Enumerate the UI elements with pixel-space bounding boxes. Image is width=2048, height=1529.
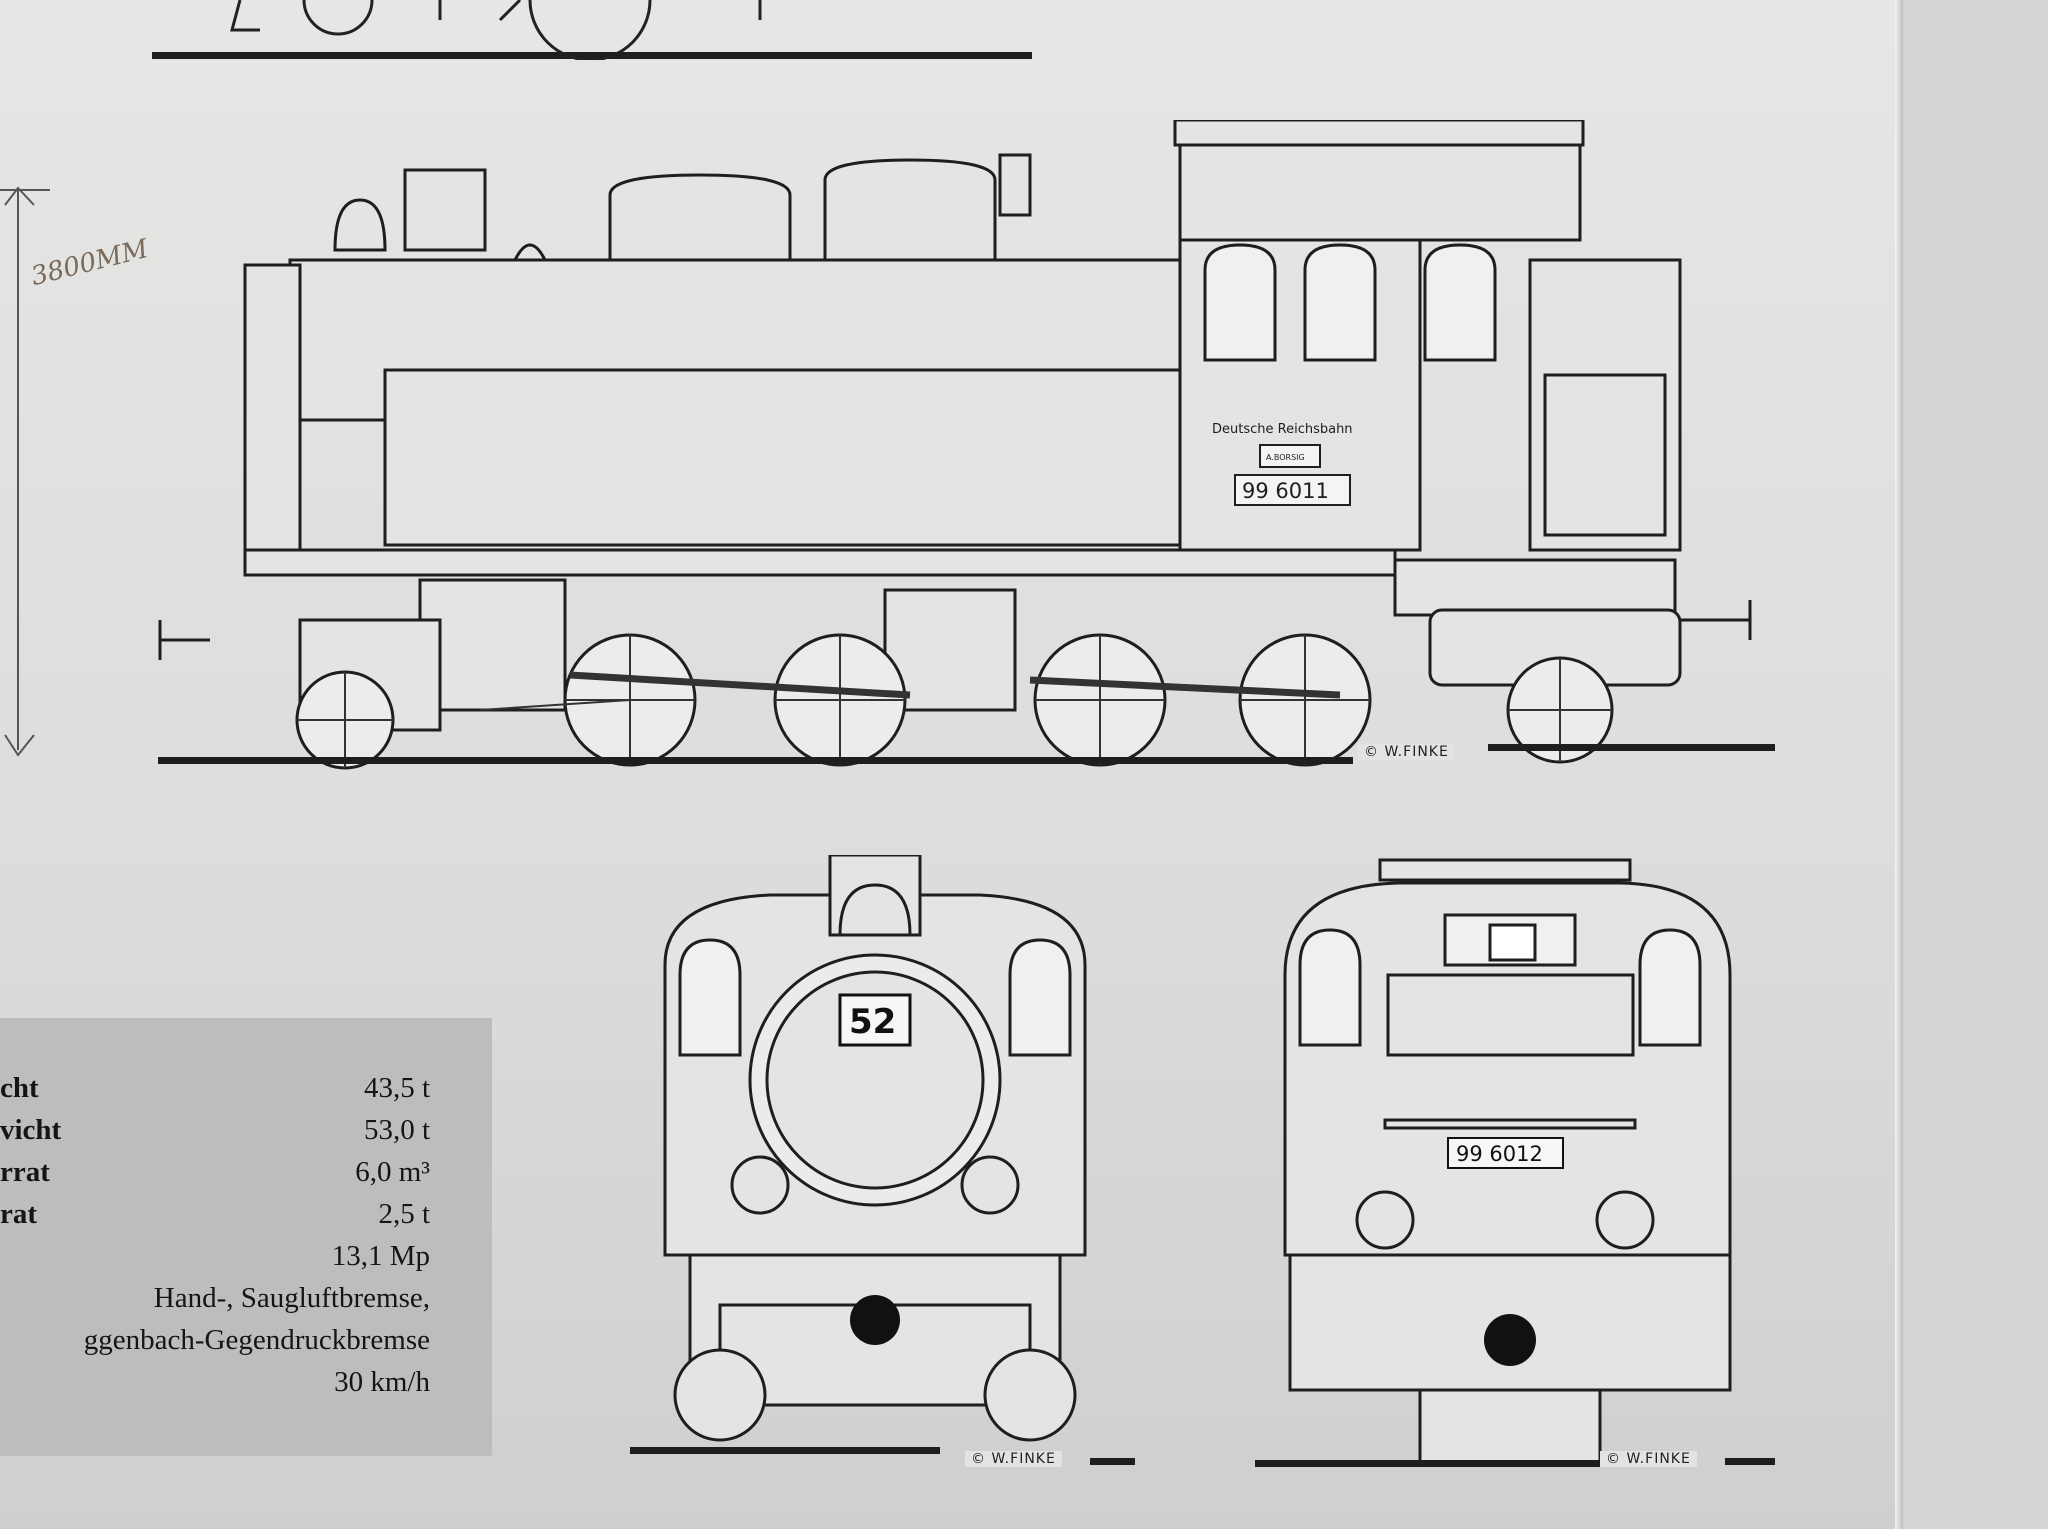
- rear-number-plate: 99 6012: [1456, 1142, 1543, 1166]
- side-view-ground-line: [158, 757, 1353, 764]
- spec-row: rrat 6,0 m³: [0, 1156, 430, 1196]
- spec-label: rat: [0, 1198, 38, 1230]
- top-drawing-remnant: [230, 0, 762, 60]
- spec-row: rat 2,5 t: [0, 1198, 430, 1238]
- company-lettering: Deutsche Reichsbahn: [1212, 422, 1353, 437]
- rear-elevation-drawing: 99 6012: [1283, 858, 1732, 1467]
- side-number-plate: 99 6011: [1242, 479, 1329, 503]
- spec-row: Hand-, Saugluftbremse,: [0, 1282, 430, 1322]
- spec-value: 6,0 m³: [355, 1156, 430, 1188]
- top-drawing-baseline: [152, 52, 1032, 59]
- smokebox-number: 52: [849, 1002, 896, 1042]
- builder-plate-text: A.BORSIG: [1266, 453, 1305, 462]
- side-view-credit: © W.FINKE: [1358, 744, 1455, 760]
- spec-value: 13,1 Mp: [331, 1240, 430, 1272]
- front-view-ground-line-right: [1090, 1458, 1135, 1465]
- spec-label: vicht: [0, 1114, 62, 1146]
- spec-value: 30 km/h: [334, 1366, 430, 1398]
- front-elevation-drawing: 52: [663, 855, 1087, 1442]
- spec-row: ggenbach-Gegendruckbremse: [0, 1324, 430, 1364]
- spec-label: rrat: [0, 1156, 50, 1188]
- rear-view-ground-line: [1255, 1460, 1600, 1467]
- specification-table: cht 43,5 t vicht 53,0 t rrat 6,0 m³ rat …: [0, 1018, 492, 1456]
- front-view-credit: © W.FINKE: [965, 1451, 1062, 1467]
- spec-row: 30 km/h: [0, 1366, 430, 1406]
- rear-view-credit: © W.FINKE: [1600, 1451, 1697, 1467]
- spec-row: cht 43,5 t: [0, 1072, 430, 1112]
- spec-value: Hand-, Saugluftbremse,: [153, 1282, 430, 1314]
- spec-value: 43,5 t: [363, 1072, 430, 1104]
- spec-value: 53,0 t: [363, 1114, 430, 1146]
- front-view-ground-line: [630, 1447, 940, 1454]
- rear-view-ground-line-right: [1725, 1458, 1775, 1465]
- spec-row: vicht 53,0 t: [0, 1114, 430, 1154]
- height-dimension-line: [0, 186, 50, 757]
- spec-value: ggenbach-Gegendruckbremse: [83, 1324, 430, 1356]
- spec-value: 2,5 t: [378, 1198, 430, 1230]
- side-view-ground-line-right: [1488, 744, 1775, 751]
- spec-row: 13,1 Mp: [0, 1240, 430, 1280]
- side-elevation-drawing: Deutsche Reichsbahn A.BORSIG 99 6011: [158, 120, 1752, 770]
- spec-label: cht: [0, 1072, 39, 1104]
- page-edge: [1895, 0, 1903, 1529]
